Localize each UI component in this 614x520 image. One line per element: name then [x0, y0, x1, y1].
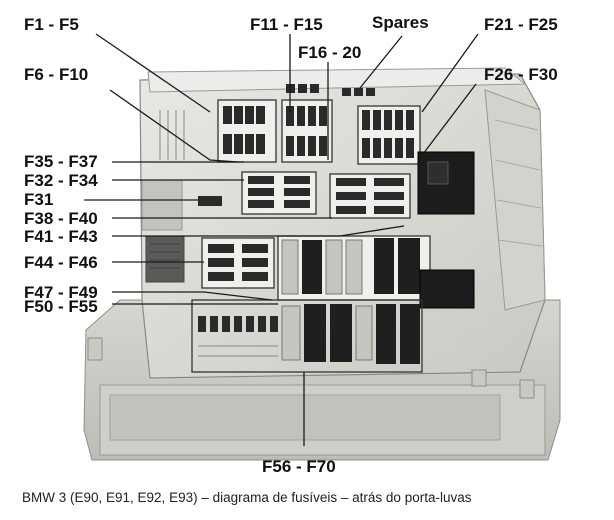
label-f31: F31: [24, 190, 54, 209]
label-f38-f40: F38 - F40: [24, 209, 98, 228]
label-f32-f34: F32 - F34: [24, 171, 98, 190]
fuse-blocks: [191, 84, 475, 373]
label-f56-f70: F56 - F70: [262, 457, 336, 476]
label-f50-f55: F50 - F55: [24, 297, 98, 316]
label-f1-f5: F1 - F5: [24, 15, 79, 34]
label-f16-20: F16 - 20: [298, 43, 362, 62]
label-f41-f43: F41 - F43: [24, 227, 98, 246]
label-f47-f49: F47 - F49: [24, 283, 98, 302]
label-f26-f30: F26 - F30: [484, 65, 558, 84]
label-f44-f46: F44 - F46: [24, 253, 98, 272]
leader-lines: [84, 33, 479, 446]
image-caption: BMW 3 (E90, E91, E92, E93) – diagrama de…: [22, 490, 472, 505]
label-spares: Spares: [372, 13, 429, 32]
label-f6-f10: F6 - F10: [24, 65, 89, 84]
label-f35-f37: F35 - F37: [24, 152, 98, 171]
fuse-box-diagram: [83, 33, 561, 461]
label-f21-f25: F21 - F25: [484, 15, 558, 34]
label-f11-f15: F11 - F15: [250, 15, 323, 34]
